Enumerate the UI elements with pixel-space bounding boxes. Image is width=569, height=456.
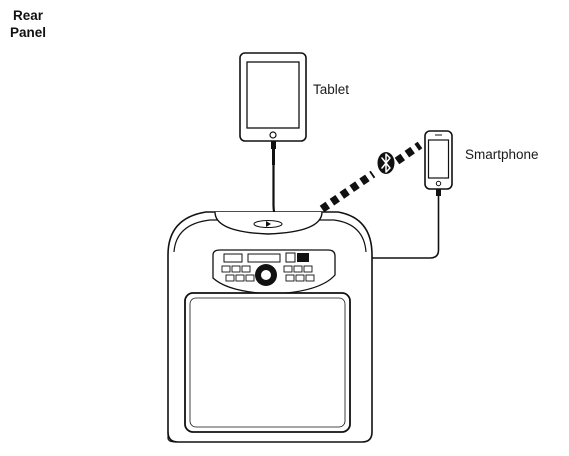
header-line-1: Rear bbox=[13, 8, 44, 23]
speaker-illustration bbox=[167, 211, 373, 443]
wireless-signal bbox=[319, 141, 423, 213]
tablet-label: Tablet bbox=[313, 82, 350, 97]
section-header: Rear Panel bbox=[10, 7, 46, 41]
tablet-illustration bbox=[239, 52, 307, 142]
smartphone-label: Smartphone bbox=[465, 147, 539, 162]
header-line-2: Panel bbox=[10, 25, 47, 40]
smartphone-illustration bbox=[424, 130, 453, 190]
bluetooth-icon bbox=[377, 152, 395, 174]
